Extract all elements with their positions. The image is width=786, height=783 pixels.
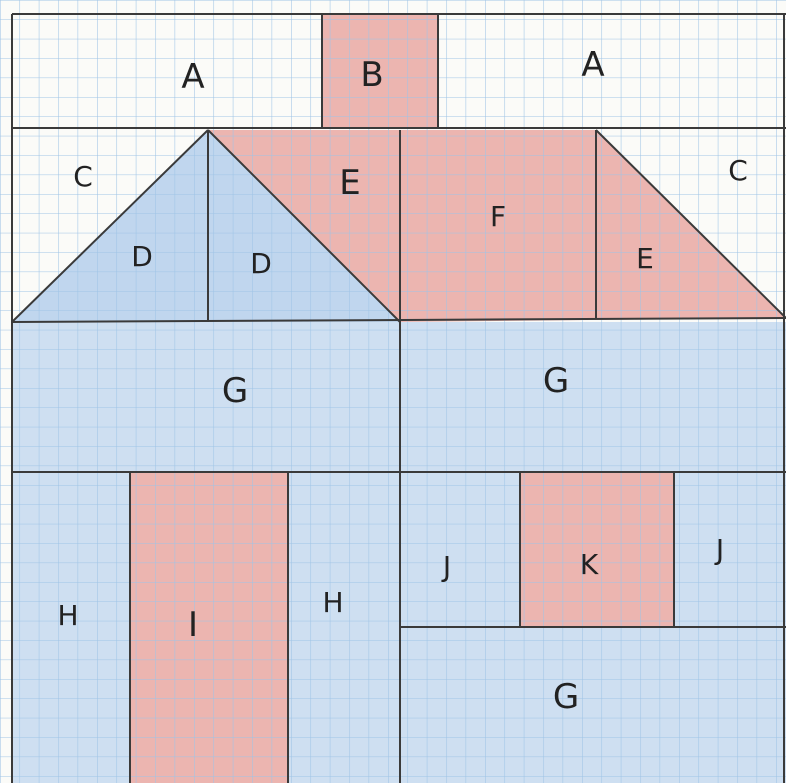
label-g-upper-left: G	[222, 371, 248, 411]
label-c-left: C	[73, 160, 93, 193]
label-e-right: E	[636, 242, 654, 275]
label-e-left: E	[339, 163, 360, 203]
label-i: I	[188, 605, 198, 645]
label-h-right: H	[322, 586, 343, 619]
label-b: B	[360, 55, 383, 95]
label-g-upper-right: G	[543, 361, 569, 401]
label-f: F	[490, 200, 506, 233]
label-j-right: J	[714, 533, 724, 566]
label-j-left: J	[441, 550, 451, 583]
label-d-right: D	[250, 247, 272, 280]
label-a-right: A	[581, 45, 604, 85]
label-g-lower: G	[553, 677, 579, 717]
label-k: K	[580, 548, 599, 581]
label-d-left: D	[131, 240, 153, 273]
label-c-right: C	[728, 154, 748, 187]
label-a-left: A	[181, 57, 204, 97]
label-h-left: H	[57, 599, 78, 632]
